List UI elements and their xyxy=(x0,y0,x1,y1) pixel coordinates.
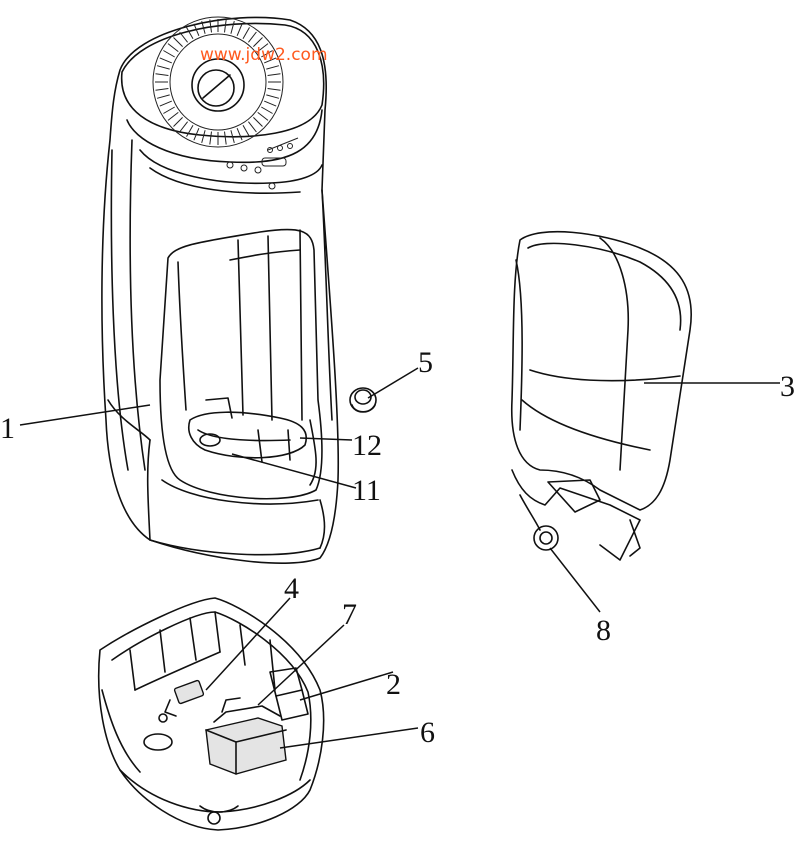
leader-lines xyxy=(19,367,780,749)
grille-slit xyxy=(193,128,200,141)
label-8: 8 xyxy=(596,614,611,647)
grille-slit xyxy=(209,131,212,145)
grille-slit xyxy=(201,20,206,34)
grille-slit xyxy=(224,19,227,33)
grille-slit xyxy=(163,50,175,58)
label-6: 6 xyxy=(420,716,435,749)
grille-slit xyxy=(167,43,179,52)
grille-slit xyxy=(253,117,263,127)
label-7: 7 xyxy=(342,598,357,631)
main-body xyxy=(101,16,340,564)
grille-slit xyxy=(173,117,183,127)
grille-slit xyxy=(267,73,281,76)
label-5: 5 xyxy=(418,346,433,379)
connector-part xyxy=(158,679,205,723)
label-1: 1 xyxy=(0,412,15,445)
grille-slit xyxy=(257,43,269,52)
grille-slit xyxy=(257,112,269,121)
grille-slit xyxy=(167,112,179,121)
grille-slit xyxy=(163,106,175,114)
grille-slit xyxy=(264,57,277,64)
label-2: 2 xyxy=(386,668,401,701)
water-tank xyxy=(510,230,692,561)
grille-slit xyxy=(159,100,172,107)
grille-slit xyxy=(179,121,188,133)
grille-slit xyxy=(186,125,194,137)
label-3: 3 xyxy=(780,370,795,403)
grille-slit xyxy=(248,31,257,43)
grille-slit xyxy=(156,65,170,70)
grille-slit xyxy=(253,37,263,47)
grille-slit xyxy=(236,128,243,141)
grille-slit xyxy=(266,65,280,70)
grille-slit xyxy=(173,37,183,47)
cap-part xyxy=(349,387,377,413)
label-12: 12 xyxy=(352,429,382,462)
grille-slit xyxy=(261,106,273,114)
label-11: 11 xyxy=(352,474,381,507)
grille-slit xyxy=(242,27,250,39)
watermark-text: www.jdw2.com xyxy=(200,45,328,65)
grille-slit xyxy=(179,31,188,43)
grille-slit xyxy=(242,125,250,137)
grille-slit xyxy=(224,131,227,145)
float-box xyxy=(205,667,309,775)
grille-slit xyxy=(266,94,280,99)
part-labels: 1 2 3 4 5 6 7 8 11 12 xyxy=(0,346,795,749)
control-buttons xyxy=(226,137,299,190)
grille-slit xyxy=(201,130,206,144)
base-tray xyxy=(97,597,325,831)
grille-slit xyxy=(186,27,194,39)
grille-slit xyxy=(193,23,200,36)
grille-slit xyxy=(209,19,212,33)
grille-slit xyxy=(267,88,281,91)
grille-slit xyxy=(155,73,169,76)
grille-slit xyxy=(155,88,169,91)
grille-slit xyxy=(261,50,273,58)
grille-slit xyxy=(230,20,235,34)
grille-slit xyxy=(248,121,257,133)
grille-slit xyxy=(230,130,235,144)
grille-slit xyxy=(236,23,243,36)
grille-slit xyxy=(264,100,277,107)
label-4: 4 xyxy=(284,572,299,605)
grille-slit xyxy=(156,94,170,99)
grille-slit xyxy=(159,57,172,64)
